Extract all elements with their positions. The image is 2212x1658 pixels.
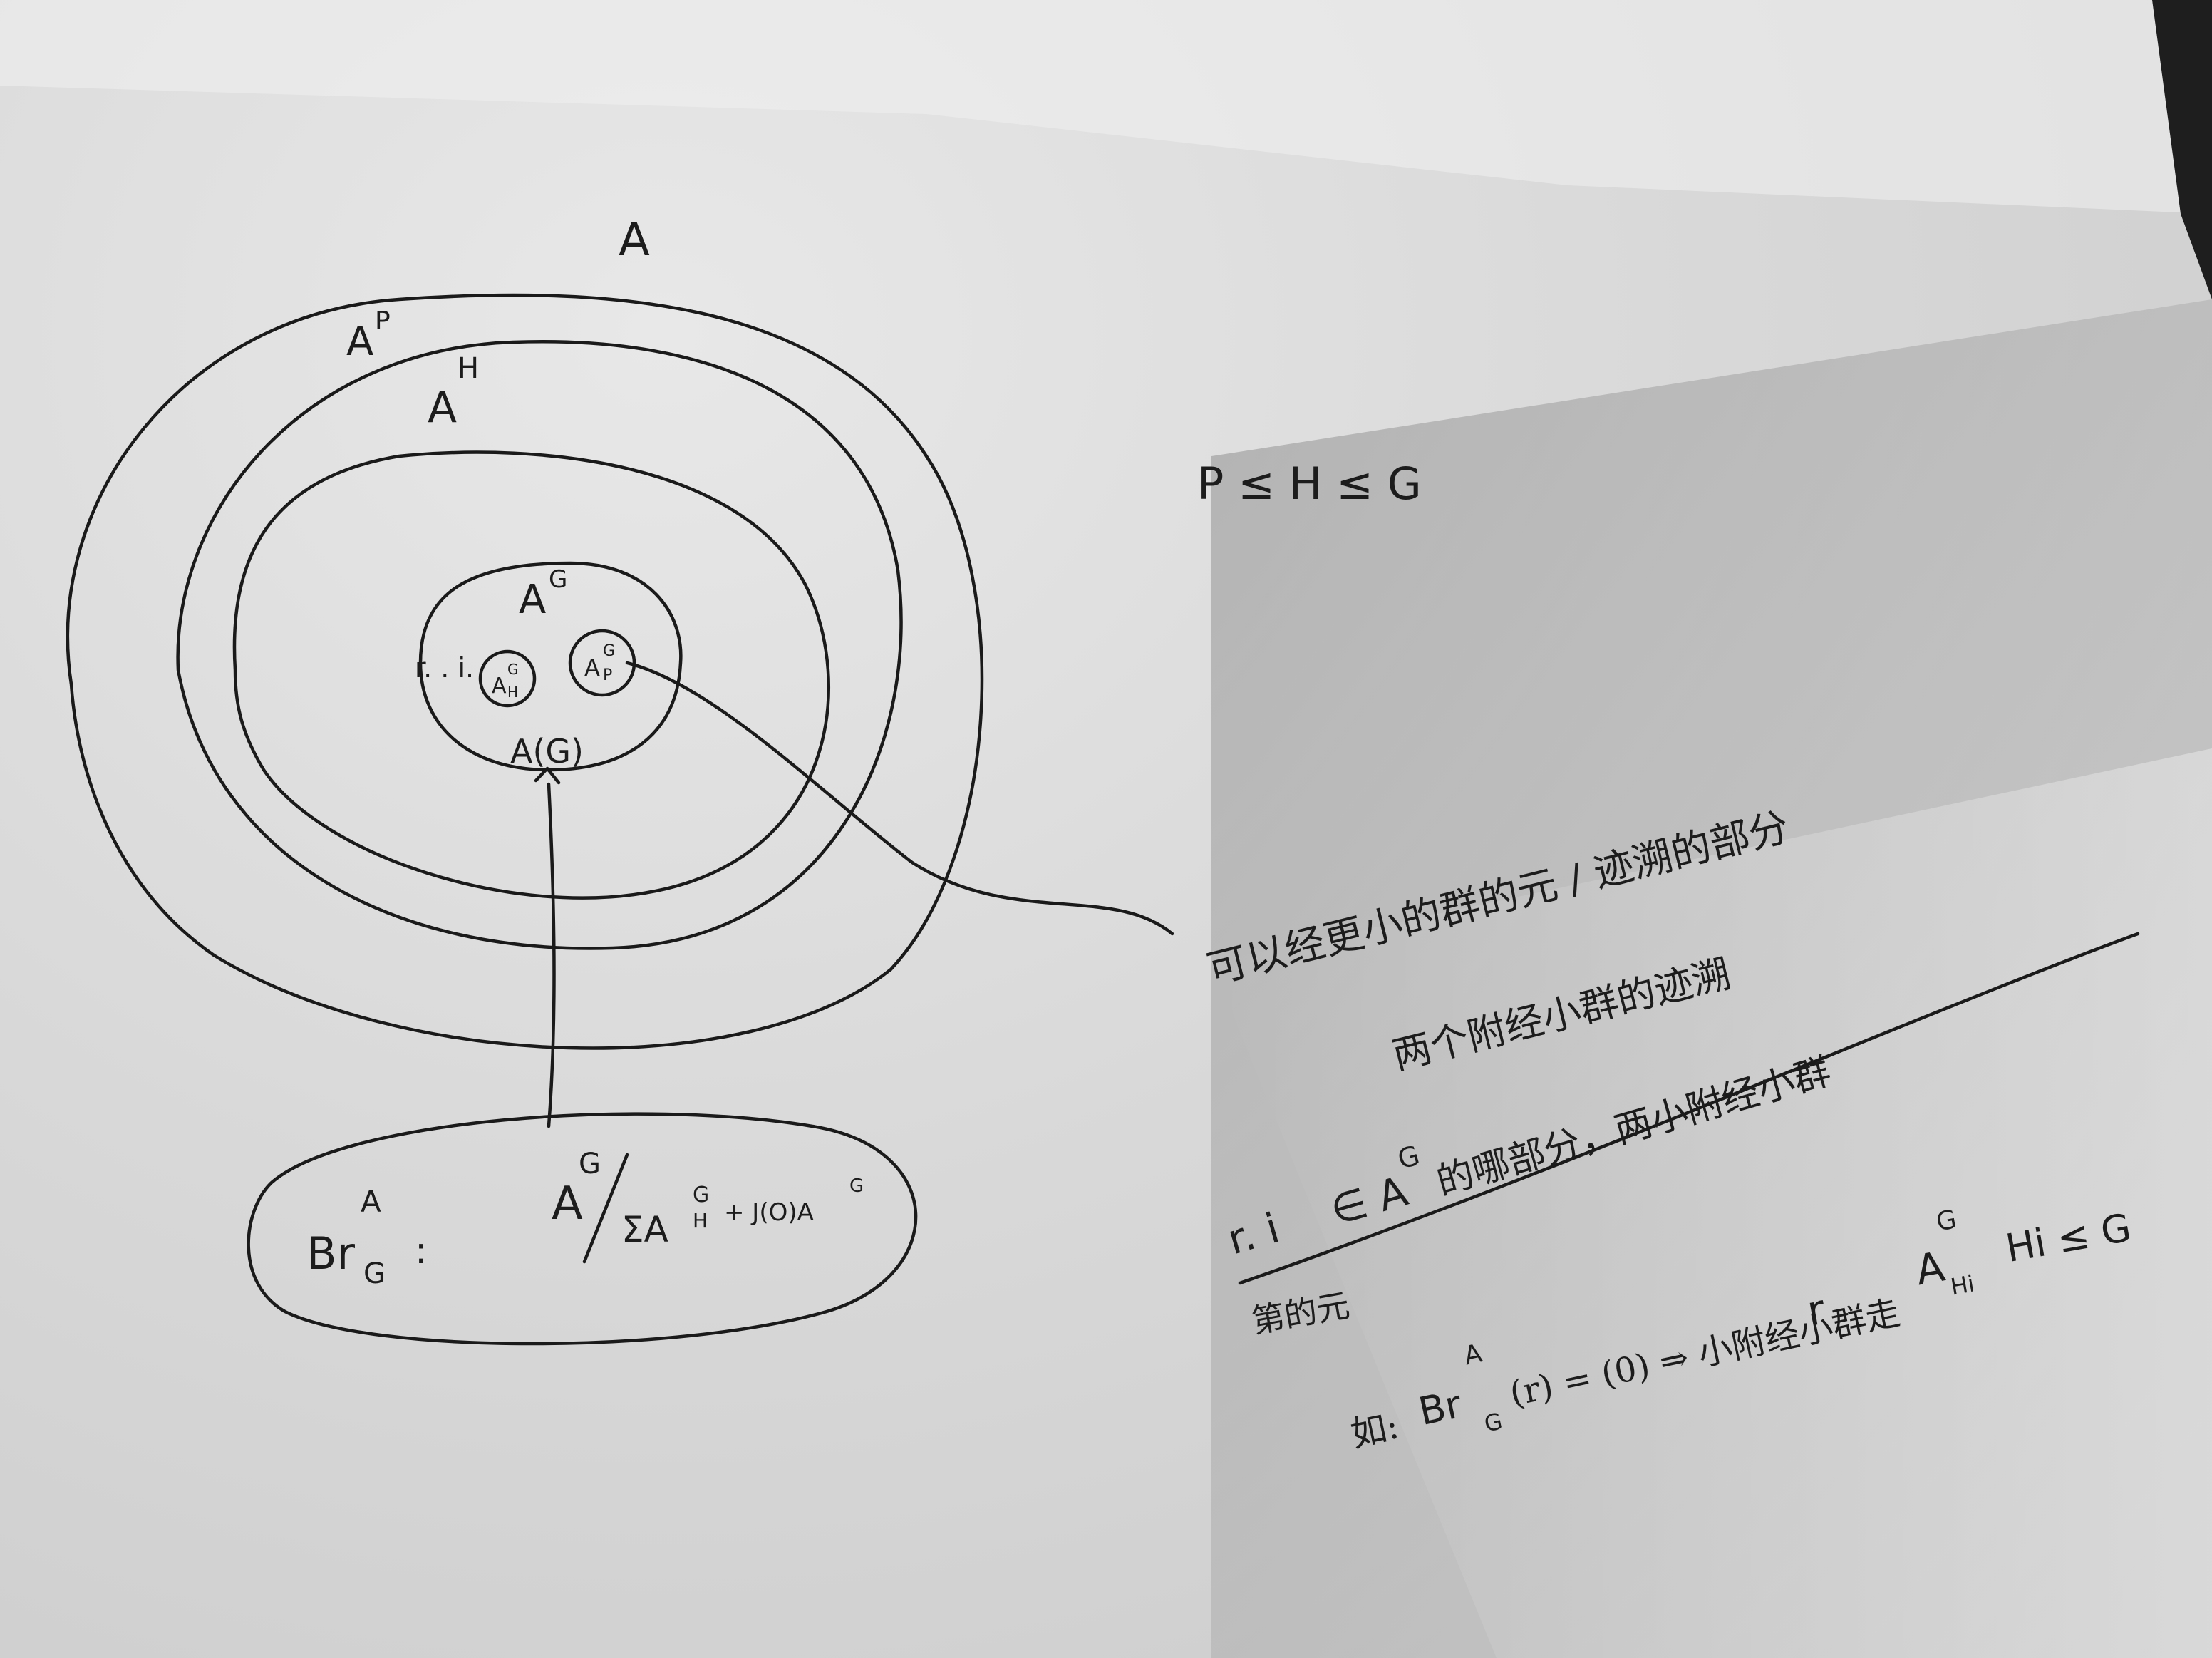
circle-A-H-G [478, 649, 537, 708]
ring-A-G-outer [232, 450, 830, 900]
note-line-6-rest: Hi ≤ G [2002, 1205, 2134, 1271]
label-A-of-G: A(G) [510, 732, 584, 771]
inner-left-sup: G [507, 661, 519, 678]
note-line-6-sup: G [1934, 1205, 1959, 1237]
note-line-5-rest: (r) = (0) ⇒ 小附经小群走 [1506, 1292, 1903, 1414]
circle-A-P-G [568, 629, 636, 697]
inner-right-sup: G [603, 642, 615, 660]
label-A-G-sup: G [549, 565, 567, 594]
bubble-numerator-sup: G [579, 1148, 601, 1180]
note-line-3-prefix: r. i [1222, 1203, 1284, 1264]
note-line-6-mid: A [1912, 1242, 1948, 1295]
label-A-P: A [346, 319, 373, 365]
note-line-6-sub: Hi [1948, 1270, 1976, 1300]
label-A-H: A [428, 383, 457, 433]
inner-right-main: A [584, 654, 600, 681]
note-divider [1238, 932, 2140, 1285]
ring-A-P [66, 293, 984, 1050]
label-r-i: r. . i. [415, 652, 474, 684]
note-line-4: 第的元 [1249, 1286, 1353, 1341]
bubble-numerator: A [552, 1178, 583, 1230]
inner-left-main: A [492, 674, 507, 699]
label-A-H-sup: H [458, 352, 479, 385]
bubble-colon: : [415, 1230, 428, 1272]
line-to-note [625, 661, 1174, 936]
inner-right-sub: P [603, 666, 612, 684]
inner-left-sub: H [507, 684, 518, 701]
label-A-G: A [519, 577, 546, 623]
bubble-br-sub: G [363, 1257, 386, 1290]
note-line-5-br: Br [1415, 1381, 1466, 1434]
label-A-P-sup: P [375, 307, 391, 336]
note-line-5-prefix: 如: [1347, 1405, 1402, 1456]
chain-label: P ≤ H ≤ G [1197, 458, 1422, 510]
arrow-to-bubble [547, 782, 556, 1128]
note-line-5-br-sub: G [1482, 1407, 1504, 1437]
bubble-tail: + J(O)A [724, 1198, 814, 1227]
bubble-br-sup: A [361, 1184, 381, 1219]
br-bubble [247, 1112, 918, 1346]
note-line-5-br-sup: A [1462, 1339, 1485, 1371]
bubble-tail-sup: G [849, 1175, 864, 1197]
bubble-br: Br [306, 1227, 356, 1279]
ring-A-H [176, 340, 903, 950]
note-line-3-rest: 的哪部分，两小附经小群 [1432, 1050, 1835, 1203]
fraction-slash [582, 1153, 629, 1264]
circle-A-G [418, 561, 683, 772]
label-A: A [619, 214, 650, 267]
bubble-denominator: ΣA [621, 1209, 668, 1250]
bubble-denominator-sub: H [693, 1209, 708, 1232]
bubble-denominator-sup: G [693, 1183, 709, 1208]
note-line-2: 两个附经小群的迹溯 [1388, 951, 1735, 1078]
